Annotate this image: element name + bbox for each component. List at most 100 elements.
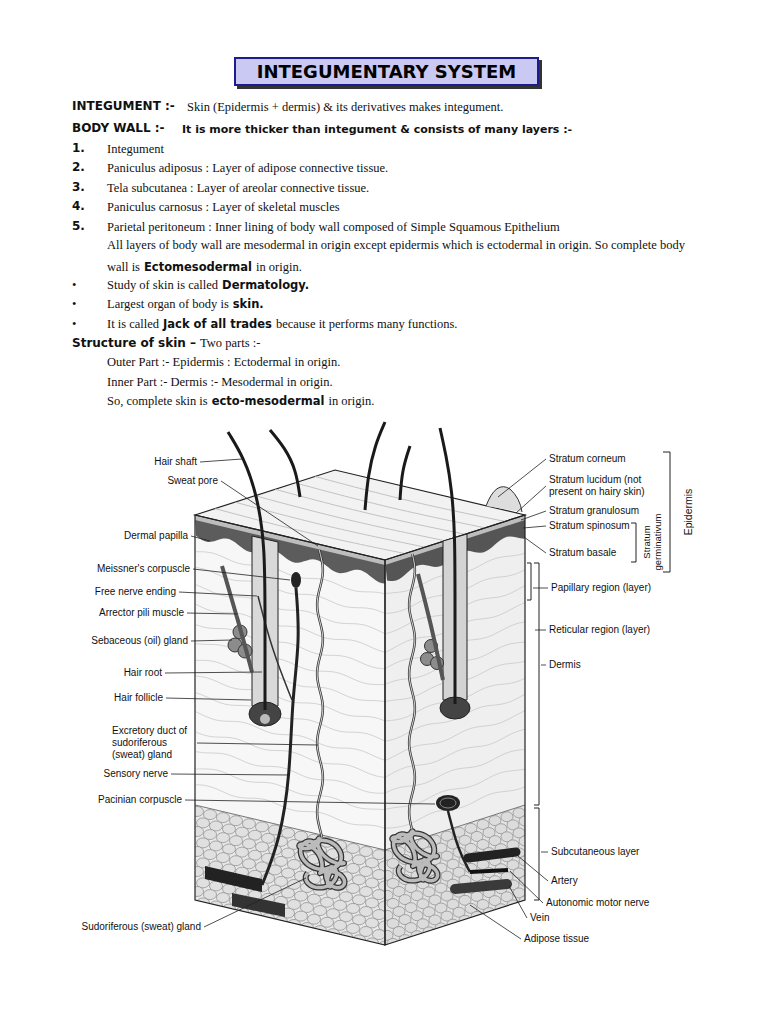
fat-cell <box>334 900 347 910</box>
fat-cell <box>256 842 269 852</box>
text-line: Study of skin is calledDermatology. <box>107 276 313 293</box>
fat-cell <box>308 894 321 904</box>
part-label: Free nerve ending <box>95 586 176 598</box>
fat-cell <box>347 923 360 933</box>
part-label: Excretory duct of sudoriferous (sweat) g… <box>112 725 194 761</box>
part-label: Dermal papilla <box>124 530 188 542</box>
body-text: • <box>72 317 76 331</box>
fat-cell <box>373 890 386 900</box>
leader-line <box>191 536 210 541</box>
part-label: Hair root <box>124 667 162 679</box>
fat-cell <box>360 927 373 937</box>
hair-shaft <box>400 446 410 500</box>
heading-text: BODY WALL :- <box>72 121 165 135</box>
leader-line <box>510 871 543 903</box>
sweat-duct <box>317 550 323 838</box>
text-line: Tela subcutanea : Layer of areolar conne… <box>107 179 373 196</box>
text-line: 2. <box>72 158 89 175</box>
fat-cell <box>230 836 243 846</box>
emphasis-text: skin. <box>233 297 264 311</box>
leader-line <box>470 905 521 939</box>
fiber-line <box>386 729 526 777</box>
part-label: Vein <box>530 912 549 924</box>
fat-cell <box>373 850 386 860</box>
part-label: Sensory nerve <box>104 768 168 780</box>
body-text: It is called <box>107 317 159 331</box>
fat-cell <box>191 826 204 836</box>
sweat-gland-coil <box>392 831 437 880</box>
leader-line <box>171 774 289 775</box>
part-label: Subcutaneous layer <box>551 846 639 858</box>
text-line: Skin (Epidermis + dermis) & its derivati… <box>187 98 507 115</box>
heading-text: It is more thicker than integument & con… <box>182 123 572 136</box>
text-line: Structure of skin –Two parts :- <box>72 334 264 351</box>
part-label: Sweat pore <box>167 475 218 487</box>
fat-cell <box>217 813 230 823</box>
fat-cell <box>191 886 204 896</box>
body-text: So, complete skin is <box>107 394 208 408</box>
pacinian-ring <box>440 798 456 808</box>
text-line: Largest organ of body is skin. <box>107 295 268 312</box>
arrector-pili <box>222 566 252 672</box>
leader-line <box>521 511 546 520</box>
text-line: • <box>72 295 80 312</box>
hair-shaft <box>270 430 300 497</box>
fat-cell <box>282 848 295 858</box>
artery <box>468 852 516 858</box>
bracket <box>663 452 670 572</box>
part-label: Stratum granulosum <box>549 505 639 517</box>
leader-line <box>185 800 435 804</box>
sweat-gland-coil <box>299 838 344 887</box>
body-text: Largest organ of body is <box>107 297 229 311</box>
text-line: INTEGUMENT :- <box>72 97 179 114</box>
fat-cell <box>373 930 386 940</box>
sweat-duct <box>317 550 323 838</box>
fat-cell <box>204 890 217 900</box>
leader-line <box>197 743 318 745</box>
fat-cell <box>334 920 347 930</box>
text-line: Integument <box>107 140 168 157</box>
fat-cell <box>531 852 543 862</box>
heading-text: INTEGUMENT :- <box>72 99 175 113</box>
heading-text: 2. <box>72 160 85 174</box>
text-line: 3. <box>72 178 89 195</box>
part-label: Reticular region (layer) <box>549 624 650 636</box>
text-line: 1. <box>72 139 89 156</box>
leader-line <box>516 486 546 513</box>
fat-cell <box>243 819 256 829</box>
bracket <box>527 563 531 600</box>
part-label: Meissner's corpuscle <box>97 563 190 575</box>
text-line: Outer Part :- Epidermis : Ectodermal in … <box>107 353 344 370</box>
fat-cell <box>321 897 334 907</box>
fat-cell <box>243 839 256 849</box>
fat-cell <box>360 907 373 917</box>
part-label: Sebaceous (oil) gland <box>91 635 188 647</box>
fat-cell <box>191 806 204 816</box>
bracket-label: Epidermis <box>682 489 694 536</box>
fat-cell <box>373 870 386 880</box>
leader-line <box>523 526 546 528</box>
body-text: Skin (Epidermis + dermis) & its derivati… <box>187 100 503 114</box>
text-line: 4. <box>72 197 89 214</box>
body-text: in origin. <box>256 260 302 274</box>
fat-cell <box>360 887 373 897</box>
text-line: Inner Part :- Dermis :- Mesodermal in or… <box>107 373 337 390</box>
heading-text: 1. <box>72 141 85 155</box>
fat-cell <box>191 846 204 856</box>
autonomic-nerve <box>470 870 508 872</box>
nerve-fibre <box>448 811 470 872</box>
body-text: Two parts :- <box>200 336 260 350</box>
emphasis-text: ecto-mesodermal <box>212 394 325 408</box>
block-outline <box>195 515 385 945</box>
fat-cell <box>347 863 360 873</box>
leader-line <box>533 588 548 589</box>
leader-line <box>204 878 306 927</box>
body-text: Paniculus carnosus : Layer of skeletal m… <box>107 200 340 214</box>
leader-line <box>541 665 546 666</box>
fat-cell <box>282 888 295 898</box>
text-line: Parietal peritoneum : Inner lining of bo… <box>107 218 564 235</box>
fat-cell <box>230 856 243 866</box>
fiber-line <box>196 625 386 669</box>
fiber-line <box>196 585 386 634</box>
leader-line <box>200 459 242 462</box>
